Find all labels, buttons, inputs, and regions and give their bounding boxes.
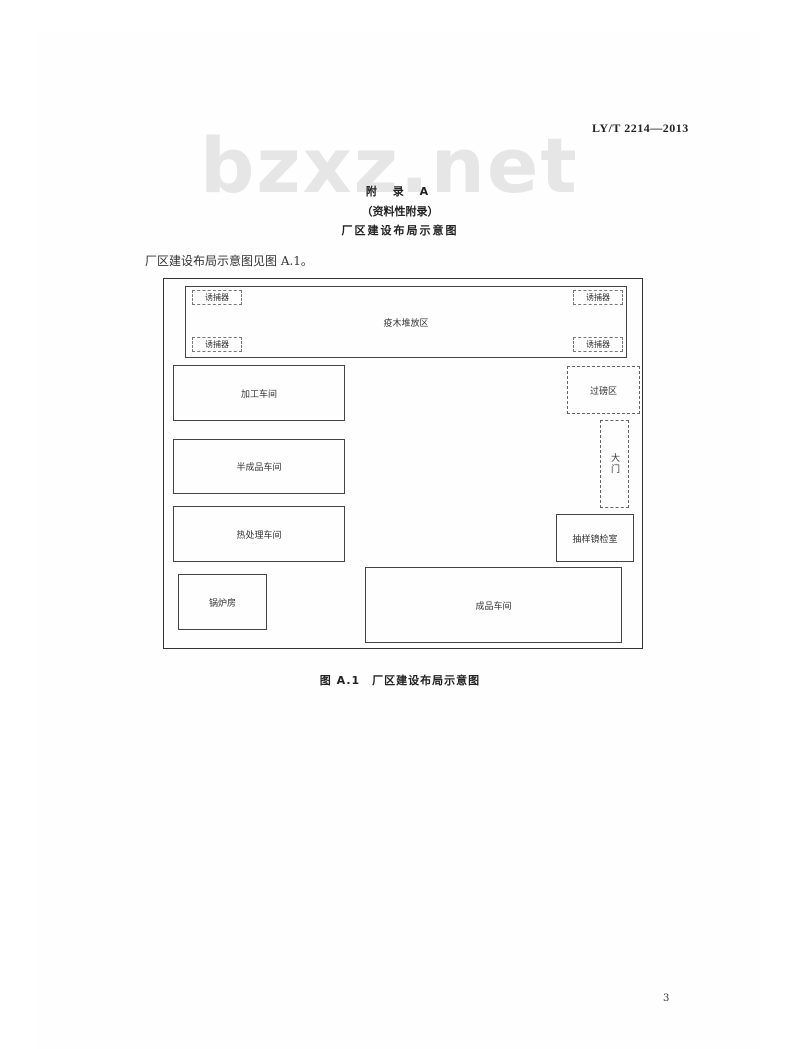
- finished-workshop: 成品车间: [365, 567, 622, 643]
- semi-finished-workshop: 半成品车间: [173, 439, 345, 494]
- heat-treatment-workshop: 热处理车间: [173, 506, 345, 562]
- boiler-room: 锅炉房: [178, 574, 267, 630]
- page-number: 3: [663, 993, 670, 1004]
- inspection-room: 抽样镜检室: [556, 514, 634, 562]
- storage-area: 疫木堆放区: [185, 286, 627, 358]
- trap-top-right: 诱捕器: [573, 290, 623, 305]
- processing-workshop-label: 加工车间: [240, 389, 277, 400]
- inspection-room-label: 抽样镜检室: [572, 534, 618, 545]
- trap-label: 诱捕器: [205, 293, 229, 302]
- processing-workshop: 加工车间: [173, 365, 345, 421]
- main-gate: 大门: [600, 420, 629, 508]
- storage-area-label: 疫木堆放区: [383, 318, 429, 329]
- standard-code: LY/T 2214—2013: [592, 121, 689, 135]
- trap-label: 诱捕器: [586, 293, 610, 302]
- trap-label: 诱捕器: [586, 340, 610, 349]
- appendix-subtitle: （资料性附录）: [361, 205, 439, 218]
- weighbridge-area-label: 过磅区: [589, 386, 617, 397]
- intro-text: 厂区建设布局示意图见图 A.1。: [145, 254, 313, 268]
- figure-caption: 图 A.1 厂区建设布局示意图: [319, 674, 481, 687]
- watermark: bzxz.net: [200, 121, 579, 210]
- finished-workshop-label: 成品车间: [475, 601, 512, 612]
- boiler-room-label: 锅炉房: [208, 598, 236, 609]
- trap-bottom-right: 诱捕器: [573, 337, 623, 352]
- appendix-title: 附 录 A: [365, 185, 435, 198]
- document-page: [38, 32, 760, 1049]
- main-gate-label: 大门: [609, 453, 619, 475]
- trap-bottom-left: 诱捕器: [192, 337, 242, 352]
- heat-treatment-workshop-label: 热处理车间: [236, 530, 282, 541]
- trap-top-left: 诱捕器: [192, 290, 242, 305]
- weighbridge-area: 过磅区: [567, 366, 640, 414]
- semi-finished-workshop-label: 半成品车间: [236, 463, 282, 473]
- layout-diagram: [163, 278, 643, 649]
- trap-label: 诱捕器: [205, 340, 229, 349]
- appendix-heading: 厂区建设布局示意图: [341, 224, 459, 237]
